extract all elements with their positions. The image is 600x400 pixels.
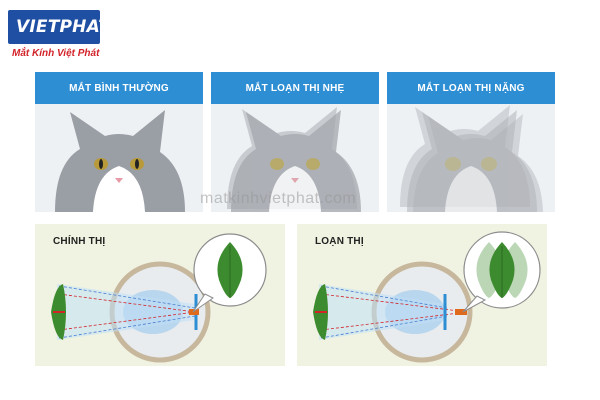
- diagram-label: LOẠN THỊ: [315, 236, 364, 247]
- panel-header: MẮT LOẠN THỊ NẶNG: [387, 72, 555, 104]
- cat-photo-heavily-blurred: [387, 104, 555, 212]
- panel-severe-astigmatism: MẮT LOẠN THỊ NẶNG: [387, 72, 555, 212]
- logo-box: VIETPHAT: [8, 10, 110, 44]
- diagram-label: CHÍNH THỊ: [53, 236, 106, 247]
- panel-header: MẮT LOẠN THỊ NHẸ: [211, 72, 379, 104]
- watermark-text: matkinhvietphat.com: [200, 190, 357, 207]
- panel-header: MẮT BÌNH THƯỜNG: [35, 72, 203, 104]
- cat-photo-slightly-blurred: [211, 104, 379, 212]
- cat-photo-sharp: [35, 104, 203, 212]
- panel-normal-eye: MẮT BÌNH THƯỜNG: [35, 72, 203, 212]
- eye-diagram-astigmatism: [313, 231, 541, 363]
- logo-brand-text: VIETPHAT: [16, 17, 111, 37]
- logo-tagline: Mắt Kính Việt Phát: [12, 48, 100, 59]
- panel-mild-astigmatism: MẮT LOẠN THỊ NHẸ: [211, 72, 379, 212]
- brand-logo: VIETPHAT Mắt Kính Việt Phát: [8, 10, 110, 62]
- eye-diagram-normal: [51, 233, 267, 363]
- diagram-astigmatism: LOẠN THỊ: [297, 224, 547, 366]
- diagram-normal-eye: CHÍNH THỊ: [35, 224, 285, 366]
